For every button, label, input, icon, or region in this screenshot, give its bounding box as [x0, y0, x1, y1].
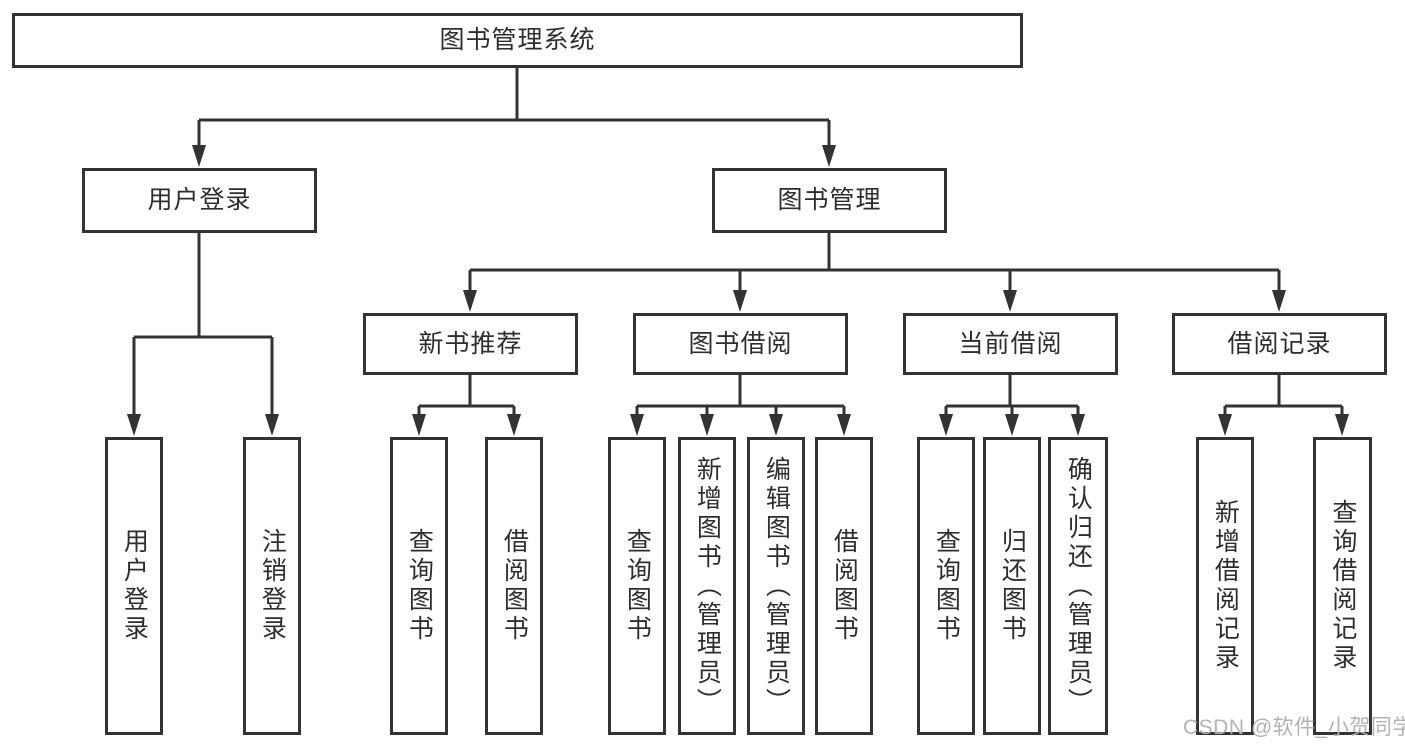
node-current-query-book: 查询图书 [917, 437, 975, 735]
node-book-borrowing: 图书借阅 [633, 313, 848, 375]
node-borrowing-records: 借阅记录 [1172, 313, 1387, 375]
connector-user-login [127, 233, 279, 436]
connector-current-borrowing [939, 375, 1085, 436]
node-user-login-branch: 用户登录 [82, 168, 317, 233]
node-logout-leaf: 注销登录 [243, 437, 301, 735]
connector-book-borrowing [630, 375, 851, 436]
connector-root [192, 68, 836, 167]
node-current-borrowing: 当前借阅 [903, 313, 1118, 375]
node-recommend-query-book: 查询图书 [390, 437, 448, 735]
connector-new-book-recommend [412, 375, 521, 436]
node-records-add-record: 新增借阅记录 [1196, 437, 1254, 735]
node-borrowing-query-book: 查询图书 [608, 437, 666, 735]
connector-book-management [463, 233, 1286, 312]
node-book-management: 图书管理 [712, 168, 947, 233]
node-user-login-leaf: 用户登录 [105, 437, 163, 735]
csdn-watermark: CSDN @软件_小贺同学 [1183, 716, 1405, 739]
node-borrowing-borrow-book: 借阅图书 [815, 437, 873, 735]
node-records-query-record: 查询借阅记录 [1313, 437, 1372, 735]
node-current-return-book: 归还图书 [983, 437, 1041, 735]
connector-borrowing-records [1218, 375, 1349, 436]
node-recommend-borrow-book: 借阅图书 [485, 437, 543, 735]
node-borrowing-edit-book-admin: 编辑图书（管理员） [747, 437, 805, 735]
node-library-system: 图书管理系统 [12, 13, 1023, 68]
node-borrowing-add-book-admin: 新增图书（管理员） [678, 437, 736, 735]
node-current-confirm-return-admin: 确认归还（管理员） [1048, 437, 1108, 735]
node-new-book-recommend: 新书推荐 [363, 313, 578, 375]
